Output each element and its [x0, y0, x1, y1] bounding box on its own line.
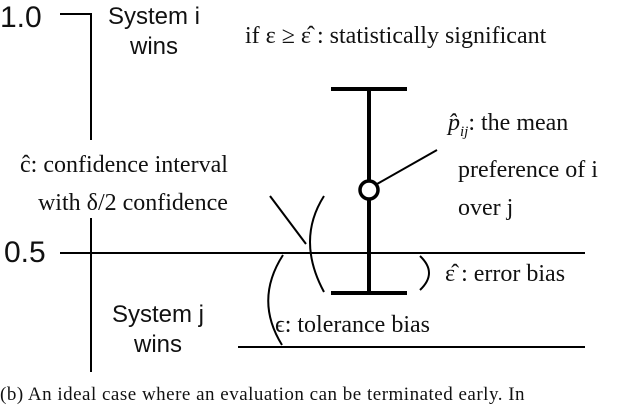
system-j-label: System j wins	[112, 300, 204, 360]
figure-caption: (b) An ideal case where an evaluation ca…	[0, 384, 526, 405]
axis-value-mid: 0.5	[4, 236, 46, 269]
epsilon-hat-brace	[419, 255, 430, 291]
p-hat-line3: over j	[458, 194, 514, 221]
p-hat-symbol: p̂	[448, 110, 460, 136]
epsilon-brace	[267, 254, 284, 346]
axis-value-top: 1.0	[0, 1, 42, 34]
epsilon-hat-label: ε̂ : error bias	[445, 261, 566, 287]
system-i-line2: wins	[130, 33, 179, 60]
epsilon-label: ϵ: tolerance bias	[275, 312, 430, 338]
system-i-line1: System i	[108, 3, 201, 30]
c-hat-pointer	[269, 195, 307, 245]
c-hat-line2: with δ/2 confidence	[37, 190, 228, 216]
c-hat-label: ĉ: confidence interval with δ/2 confiden…	[20, 146, 228, 222]
c-hat-brace	[309, 195, 325, 293]
significance-label: if ε ≥ ε̂ : statistically significant	[245, 23, 547, 49]
p-hat-rest: : the mean	[468, 110, 569, 136]
system-j-line1: System j	[112, 301, 205, 328]
p-hat-pointer	[376, 149, 438, 185]
system-i-label: System i wins	[108, 2, 200, 62]
p-hat-subscript: ij	[460, 123, 469, 140]
p-hat-label: p̂ij: the mean preference of i over j	[448, 104, 598, 227]
p-hat-line2: preference of i	[458, 156, 598, 183]
c-hat-line1: ĉ: confidence interval	[20, 152, 228, 178]
system-j-line2: wins	[134, 331, 183, 358]
mean-marker	[358, 179, 380, 201]
